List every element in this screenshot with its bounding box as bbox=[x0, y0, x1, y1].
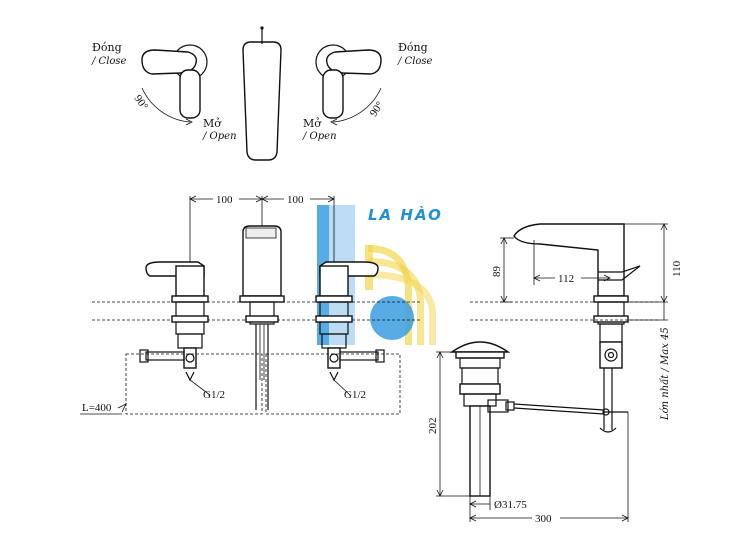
dim-spacing-right: 100 bbox=[287, 194, 304, 206]
thread-right: G1/2 bbox=[344, 389, 366, 401]
dim-drain-length: 300 bbox=[535, 513, 552, 525]
close-vi-right: Đóng bbox=[398, 41, 428, 54]
angle-left: 90° bbox=[132, 93, 151, 113]
spout-top-view bbox=[242, 26, 282, 161]
max-thickness: Lớn nhất / Max 45 bbox=[660, 327, 671, 421]
logo-text: LA HÀO bbox=[368, 205, 443, 224]
open-vi-right: Mở bbox=[303, 117, 322, 130]
front-elevation: 100 100 bbox=[80, 192, 420, 415]
open-en-left: / Open bbox=[202, 131, 237, 142]
close-en-left: / Close bbox=[91, 56, 127, 67]
hose-length: L=400 bbox=[82, 402, 112, 414]
dim-total-height: 110 bbox=[671, 260, 683, 277]
dim-spacing-left: 100 bbox=[216, 194, 233, 206]
side-elevation: 112 89 110 Lớn nhất / Max 45 bbox=[427, 223, 683, 525]
close-en-right: / Close bbox=[397, 56, 433, 67]
close-vi-left: Đóng bbox=[92, 41, 122, 54]
dim-drain-height: 202 bbox=[427, 418, 439, 435]
handle-top-view-right: 90° Đóng / Close Mở / Open bbox=[302, 41, 433, 142]
open-en-right: / Open bbox=[302, 131, 337, 142]
dim-drain-diameter: Ø31.75 bbox=[494, 499, 527, 511]
open-vi-left: Mở bbox=[203, 117, 222, 130]
dim-spout-height: 89 bbox=[491, 266, 503, 278]
angle-right: 90° bbox=[368, 99, 387, 119]
handle-top-view-left: 90° Đóng / Close Mở / Open bbox=[91, 41, 237, 142]
thread-left: G1/2 bbox=[203, 389, 225, 401]
dim-spout-reach: 112 bbox=[558, 273, 574, 285]
